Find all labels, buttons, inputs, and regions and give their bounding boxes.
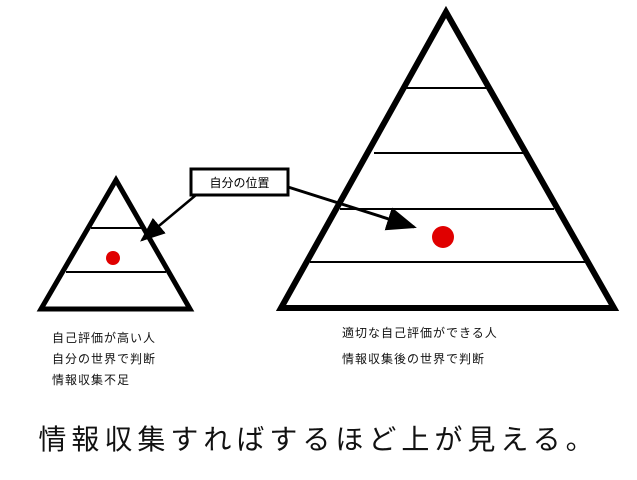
position-label: 自分の位置 — [209, 175, 269, 190]
small-pyramid-caption: 自己評価が高い人 自分の世界で判断 情報収集不足 — [52, 328, 272, 391]
position-label-box: 自分の位置 — [189, 167, 290, 197]
small-pyramid — [36, 175, 195, 312]
small-caption-line-2: 自分の世界で判断 — [52, 352, 157, 366]
arrow-to-small-pyramid — [140, 194, 197, 242]
small-caption-line-3: 情報収集不足 — [52, 373, 131, 387]
large-caption-line-1: 適切な自己評価ができる人 — [342, 326, 498, 340]
small-pyramid-outline — [36, 175, 195, 312]
small-caption-line-1: 自己評価が高い人 — [52, 331, 157, 345]
large-caption-line-2: 情報収集後の世界で判断 — [342, 352, 486, 366]
headline: 情報収集すればするほど上が見える。 — [38, 423, 599, 456]
large-pyramid-caption: 適切な自己評価ができる人 情報収集後の世界で判断 — [342, 320, 602, 372]
large-pyramid-position-dot — [432, 226, 454, 248]
small-pyramid-position-dot — [106, 251, 120, 265]
large-pyramid-outline — [275, 5, 620, 311]
arrow-to-large-pyramid — [287, 185, 417, 231]
large-pyramid — [275, 5, 620, 311]
